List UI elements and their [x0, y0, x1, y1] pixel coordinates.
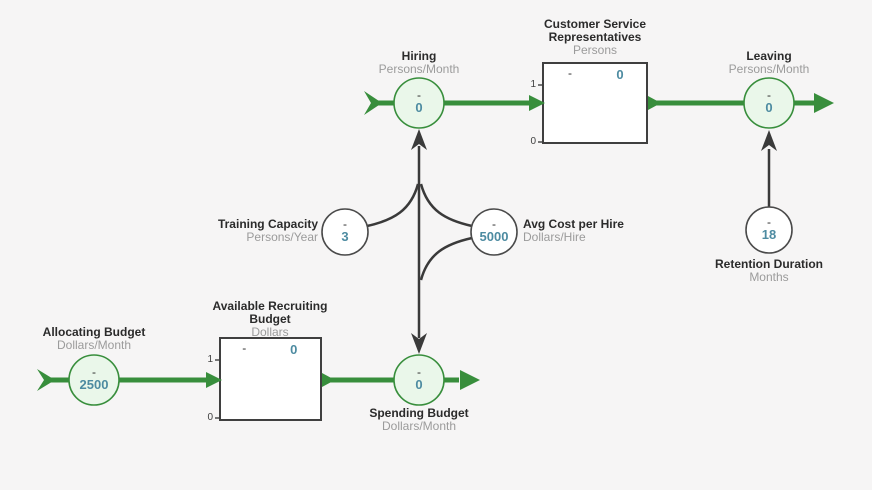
spending-budget-units: Dollars/Month [381, 419, 457, 433]
link-avg-cost-per-hire-to-spending-budget[interactable] [419, 236, 473, 281]
variable-training-capacity[interactable] [321, 208, 369, 256]
csr-axis-max: 1 [530, 79, 536, 90]
csr-stock-content[interactable]: - 0 [543, 63, 647, 143]
allocating-budget-valve-value[interactable]: - 2500 [69, 355, 119, 405]
arb-dash: - [242, 341, 247, 355]
csr-label: Customer Service Representatives Persons [515, 18, 675, 57]
link-arrowhead-into-leaving [761, 130, 777, 151]
arb-name-line1: Available Recruiting [212, 299, 328, 313]
stock-available-recruiting-budget[interactable] [219, 337, 322, 421]
allocating-budget-name: Allocating Budget [42, 325, 146, 339]
spending-budget-value: 0 [415, 377, 423, 392]
arb-stock-content[interactable]: - 0 [220, 338, 321, 420]
leaving-units: Persons/Month [728, 62, 810, 76]
avg-cost-per-hire-value-bubble[interactable]: - 5000 [471, 209, 517, 255]
flow-leaving-pipe[interactable] [648, 93, 834, 113]
avg-cost-per-hire-name: Avg Cost per Hire [523, 217, 624, 231]
retention-duration-label: Retention Duration Months [694, 258, 844, 284]
leaving-dash: - [767, 88, 771, 102]
leaving-valve-value[interactable]: - 0 [744, 78, 794, 128]
retention-duration-units: Months [749, 270, 789, 284]
csr-name-line2: Representatives [548, 30, 642, 44]
stock-customer-service-representatives[interactable] [542, 62, 648, 144]
avg-cost-per-hire-label: Avg Cost per Hire Dollars/Hire [523, 218, 683, 244]
link-shared-vertical[interactable] [411, 129, 427, 354]
arb-axis-min: 0 [207, 412, 213, 423]
leaving-label: Leaving Persons/Month [709, 50, 829, 76]
hiring-valve-value[interactable]: - 0 [394, 78, 444, 128]
training-capacity-name: Training Capacity [217, 217, 318, 231]
retention-duration-dash: - [767, 215, 771, 229]
link-arrowhead-into-hiring [411, 129, 427, 150]
valve-leaving[interactable] [743, 77, 795, 129]
spending-budget-label: Spending Budget Dollars/Month [349, 407, 489, 433]
csr-name-line1: Customer Service [543, 17, 647, 31]
flow-allocating-budget-pipe[interactable] [37, 369, 222, 391]
training-capacity-units: Persons/Year [246, 230, 318, 244]
flow-arrowhead [529, 95, 545, 111]
leaving-name: Leaving [746, 49, 792, 63]
allocating-budget-units: Dollars/Month [56, 338, 132, 352]
spending-budget-name: Spending Budget [369, 406, 469, 420]
avg-cost-per-hire-dash: - [492, 217, 496, 231]
flow-arrowhead [814, 93, 834, 113]
valve-hiring[interactable] [393, 77, 445, 129]
hiring-dash: - [417, 88, 421, 102]
valve-spending-budget[interactable] [393, 354, 445, 406]
leaving-value: 0 [765, 100, 773, 115]
hiring-units: Persons/Month [378, 62, 460, 76]
variable-avg-cost-per-hire[interactable] [470, 208, 518, 256]
flow-hiring-pipe[interactable] [364, 91, 545, 115]
flow-source-marker [37, 369, 55, 391]
avg-cost-per-hire-value: 5000 [479, 229, 509, 244]
hiring-value: 0 [415, 100, 423, 115]
avg-cost-per-hire-units: Dollars/Hire [523, 230, 586, 244]
allocating-budget-label: Allocating Budget Dollars/Month [24, 326, 164, 352]
variable-retention-duration[interactable] [745, 206, 793, 254]
hiring-label: Hiring Persons/Month [359, 50, 479, 76]
link-retention-duration-to-leaving[interactable] [761, 130, 777, 207]
flow-source-marker [364, 91, 382, 115]
flow-arrowhead [206, 372, 222, 388]
csr-axis-min: 0 [530, 136, 536, 147]
link-avg-cost-per-hire-to-hiring[interactable] [419, 183, 473, 228]
arb-axis-max: 1 [207, 354, 213, 365]
spending-budget-dash: - [417, 365, 421, 379]
allocating-budget-dash: - [92, 365, 96, 379]
training-capacity-value: 3 [341, 229, 349, 244]
retention-duration-name: Retention Duration [715, 257, 823, 271]
allocating-budget-value: 2500 [79, 377, 109, 392]
training-capacity-dash: - [343, 217, 347, 231]
arb-name-line2: Budget [249, 312, 291, 326]
arb-label: Available Recruiting Budget Dollars [200, 300, 340, 339]
flow-arrowhead [460, 370, 480, 390]
training-capacity-value-bubble[interactable]: - 3 [322, 209, 368, 255]
csr-units: Persons [572, 43, 618, 57]
retention-duration-value-bubble[interactable]: - 18 [746, 207, 792, 253]
training-capacity-label: Training Capacity Persons/Year [158, 218, 318, 244]
csr-dash: - [568, 66, 573, 80]
valve-allocating-budget[interactable] [68, 354, 120, 406]
hiring-name: Hiring [401, 49, 437, 63]
spending-budget-valve-value[interactable]: - 0 [394, 355, 444, 405]
arb-value: 0 [290, 342, 298, 357]
link-arrowhead-into-spending-budget [411, 333, 427, 354]
csr-value: 0 [616, 67, 624, 82]
arb-units: Dollars [251, 325, 289, 339]
link-training-capacity-to-hiring[interactable] [366, 183, 420, 228]
retention-duration-value: 18 [761, 227, 777, 242]
